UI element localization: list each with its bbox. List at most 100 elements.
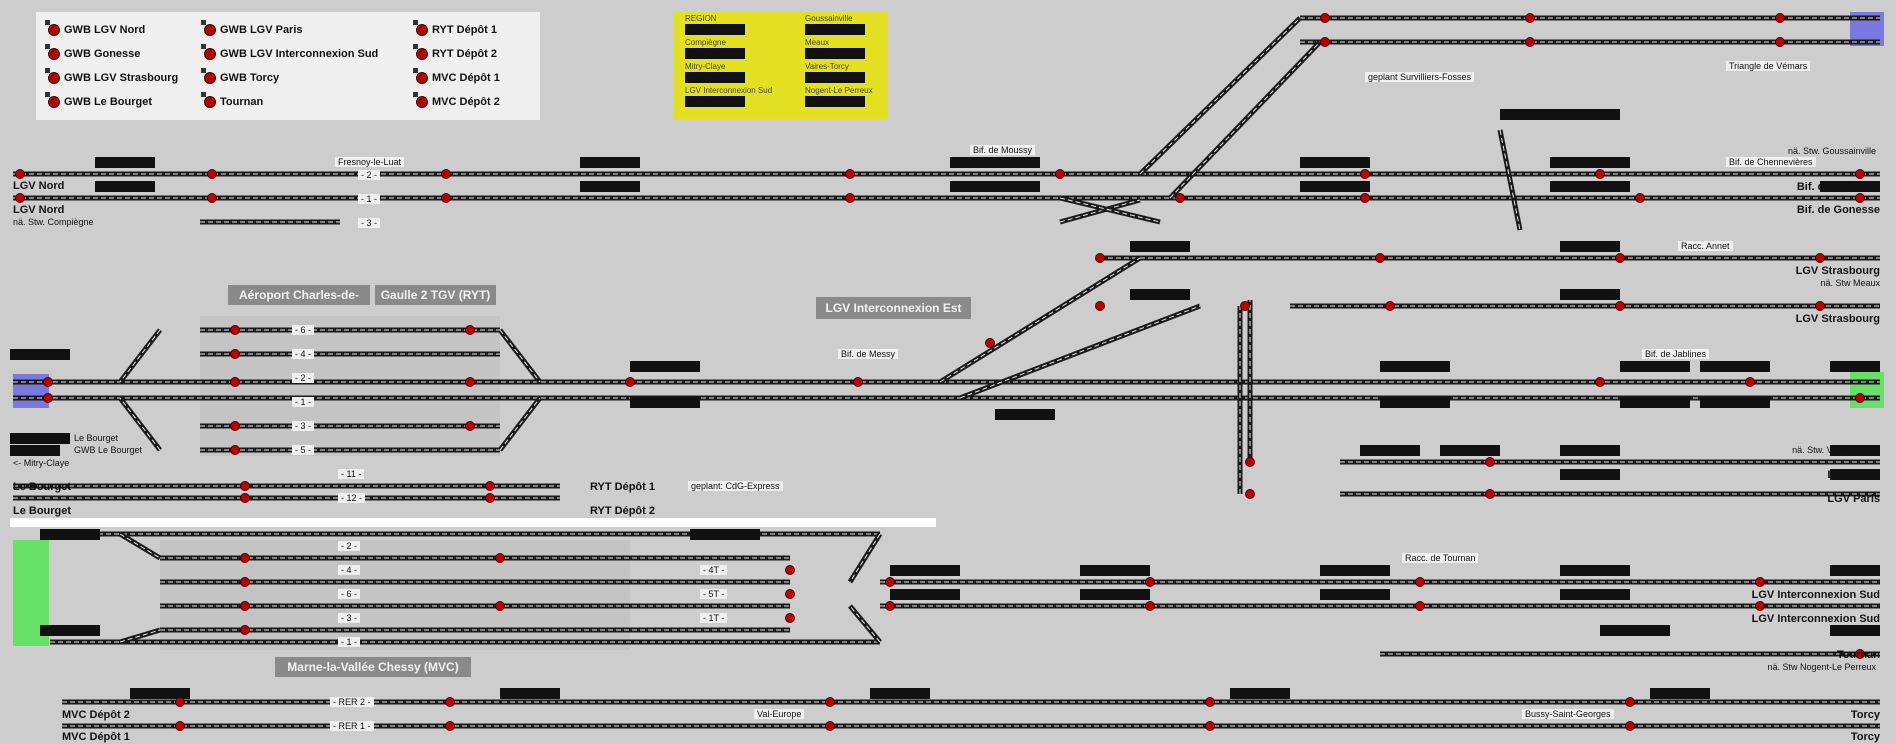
signal-icon[interactable] — [1205, 697, 1215, 707]
signal-icon[interactable] — [885, 601, 895, 611]
signal-icon[interactable] — [985, 338, 995, 348]
legend-item-gwb-lgv-interconnexion-sud[interactable]: GWB LGV Interconnexion Sud — [201, 44, 378, 61]
signal-icon[interactable] — [1145, 601, 1155, 611]
signal-icon[interactable] — [445, 721, 455, 731]
legend-item-gwb-lgv-paris[interactable]: GWB LGV Paris — [201, 20, 303, 37]
legend-item-ryt-depot-1[interactable]: RYT Dépôt 1 — [413, 20, 497, 37]
signal-icon[interactable] — [1485, 457, 1495, 467]
legend-item-gwb-torcy[interactable]: GWB Torcy — [201, 68, 279, 85]
signal-icon[interactable] — [1145, 577, 1155, 587]
signal-icon[interactable] — [1755, 601, 1765, 611]
signal-icon[interactable] — [240, 553, 250, 563]
signal-icon[interactable] — [465, 421, 475, 431]
signal-icon[interactable] — [465, 377, 475, 387]
signal-icon[interactable] — [230, 445, 240, 455]
signal-icon[interactable] — [1415, 577, 1425, 587]
legend-item-gwb-gonesse[interactable]: GWB Gonesse — [45, 44, 140, 61]
signal-icon[interactable] — [1245, 489, 1255, 499]
signal-icon[interactable] — [825, 697, 835, 707]
signal-icon[interactable] — [230, 421, 240, 431]
signal-icon[interactable] — [1595, 169, 1605, 179]
region-entry[interactable]: REGION — [685, 14, 745, 35]
legend-item-gwb-lgv-nord[interactable]: GWB LGV Nord — [45, 20, 145, 37]
signal-icon[interactable] — [485, 493, 495, 503]
signal-icon[interactable] — [240, 481, 250, 491]
signal-icon[interactable] — [625, 377, 635, 387]
signal-icon[interactable] — [15, 169, 25, 179]
region-entry[interactable]: Nogent-Le Perreux — [805, 86, 873, 107]
signal-icon[interactable] — [885, 577, 895, 587]
signal-icon[interactable] — [1205, 721, 1215, 731]
signal-icon[interactable] — [825, 721, 835, 731]
signal-icon[interactable] — [1320, 13, 1330, 23]
signal-icon[interactable] — [1240, 301, 1250, 311]
region-entry[interactable]: LGV Interconnexion Sud — [685, 86, 772, 107]
signal-icon[interactable] — [240, 577, 250, 587]
signal-icon[interactable] — [175, 721, 185, 731]
signal-icon[interactable] — [1175, 193, 1185, 203]
signal-icon[interactable] — [230, 377, 240, 387]
signal-icon[interactable] — [1635, 193, 1645, 203]
signal-icon[interactable] — [441, 193, 451, 203]
signal-icon[interactable] — [240, 625, 250, 635]
region-entry[interactable]: Vaires-Torcy — [805, 62, 865, 83]
signal-icon[interactable] — [240, 493, 250, 503]
legend-item-gwb-le-bourget[interactable]: GWB Le Bourget — [45, 92, 152, 109]
signal-icon[interactable] — [1095, 301, 1105, 311]
legend-item-gwb-lgv-strasbourg[interactable]: GWB LGV Strasbourg — [45, 68, 178, 85]
signal-icon[interactable] — [495, 601, 505, 611]
signal-icon[interactable] — [785, 589, 795, 599]
signal-icon[interactable] — [1755, 577, 1765, 587]
signal-icon[interactable] — [1245, 457, 1255, 467]
signal-icon[interactable] — [1615, 253, 1625, 263]
legend-item-mvc-depot-2[interactable]: MVC Dépôt 2 — [413, 92, 500, 109]
signal-icon[interactable] — [1525, 37, 1535, 47]
signal-icon[interactable] — [845, 169, 855, 179]
signal-icon[interactable] — [1775, 13, 1785, 23]
signal-icon[interactable] — [1815, 253, 1825, 263]
signal-icon[interactable] — [15, 193, 25, 203]
signal-icon[interactable] — [785, 565, 795, 575]
signal-icon[interactable] — [240, 601, 250, 611]
signal-icon[interactable] — [1095, 253, 1105, 263]
legend-item-mvc-depot-1[interactable]: MVC Dépôt 1 — [413, 68, 500, 85]
signal-icon[interactable] — [1625, 721, 1635, 731]
signal-icon[interactable] — [1360, 169, 1370, 179]
signal-icon[interactable] — [785, 613, 795, 623]
signal-icon[interactable] — [230, 349, 240, 359]
signal-icon[interactable] — [485, 481, 495, 491]
signal-icon[interactable] — [1775, 37, 1785, 47]
signal-icon[interactable] — [1385, 301, 1395, 311]
signal-icon[interactable] — [465, 325, 475, 335]
signal-icon[interactable] — [1485, 489, 1495, 499]
region-entry[interactable]: Meaux — [805, 38, 865, 59]
signal-icon[interactable] — [445, 697, 455, 707]
signal-icon[interactable] — [1525, 13, 1535, 23]
signal-icon[interactable] — [1320, 37, 1330, 47]
signal-icon[interactable] — [43, 393, 53, 403]
signal-icon[interactable] — [1615, 301, 1625, 311]
signal-icon[interactable] — [441, 169, 451, 179]
region-entry[interactable]: Compiègne — [685, 38, 745, 59]
signal-icon[interactable] — [845, 193, 855, 203]
legend-item-ryt-depot-2[interactable]: RYT Dépôt 2 — [413, 44, 497, 61]
signal-icon[interactable] — [853, 377, 863, 387]
signal-icon[interactable] — [230, 325, 240, 335]
signal-icon[interactable] — [1855, 649, 1865, 659]
signal-icon[interactable] — [1055, 169, 1065, 179]
signal-icon[interactable] — [1595, 377, 1605, 387]
signal-icon[interactable] — [495, 553, 505, 563]
signal-icon[interactable] — [175, 697, 185, 707]
signal-icon[interactable] — [1375, 253, 1385, 263]
signal-icon[interactable] — [207, 193, 217, 203]
signal-icon[interactable] — [1360, 193, 1370, 203]
legend-item-tournan[interactable]: Tournan — [201, 92, 263, 109]
signal-icon[interactable] — [207, 169, 217, 179]
signal-icon[interactable] — [1745, 377, 1755, 387]
region-entry[interactable]: Goussainville — [805, 14, 865, 35]
region-entry[interactable]: Mitry-Claye — [685, 62, 745, 83]
signal-icon[interactable] — [1855, 393, 1865, 403]
signal-icon[interactable] — [1855, 169, 1865, 179]
signal-icon[interactable] — [1815, 301, 1825, 311]
signal-icon[interactable] — [1855, 193, 1865, 203]
